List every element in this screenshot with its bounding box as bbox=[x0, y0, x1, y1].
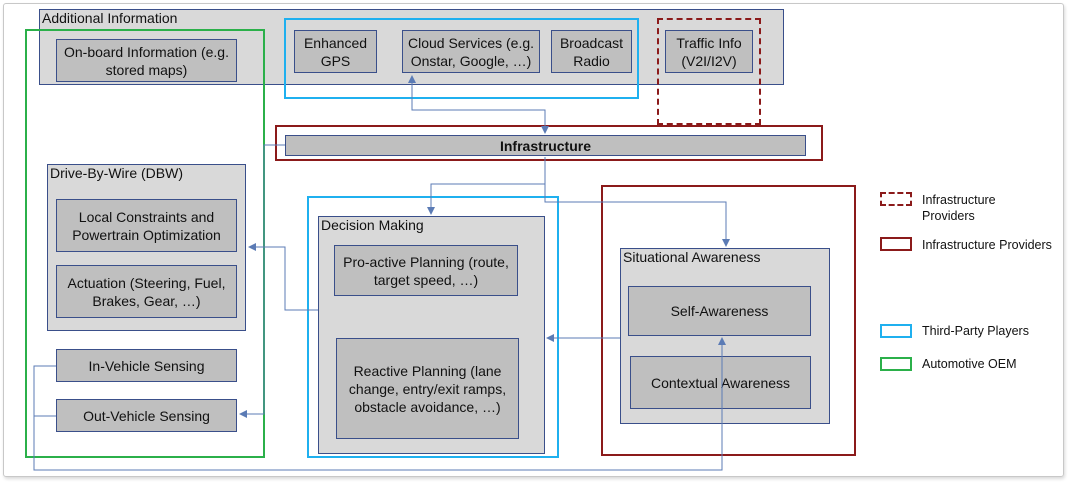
enhanced-gps-label: Enhanced GPS bbox=[303, 34, 368, 69]
decision-making-title: Decision Making bbox=[321, 217, 424, 233]
cloud-services-box: Cloud Services (e.g. Onstar, Google, …) bbox=[402, 30, 540, 73]
infra-to-decision-line bbox=[427, 157, 546, 215]
legend-label-green: Automotive OEM bbox=[922, 357, 1017, 371]
legend-label-solid-red: Infrastructure Providers bbox=[922, 238, 1052, 252]
third-party-outline-top bbox=[284, 18, 639, 99]
sensing-loop-line bbox=[33, 337, 726, 471]
onboard-info-box: On-board Information (e.g. stored maps) bbox=[56, 39, 237, 82]
traffic-info-label: Traffic Info (V2I/I2V) bbox=[676, 34, 742, 69]
infra-provider-outline-bar bbox=[275, 125, 823, 161]
decision-to-dbw-line bbox=[248, 243, 318, 311]
contextual-awareness-box: Contextual Awareness bbox=[630, 356, 811, 409]
self-awareness-label: Self-Awareness bbox=[670, 303, 769, 319]
additional-info-title: Additional Information bbox=[42, 10, 178, 26]
infra-to-awareness-line bbox=[544, 184, 730, 247]
infrastructure-box: Infrastructure bbox=[285, 135, 806, 156]
broadcast-radio-box: Broadcast Radio bbox=[551, 30, 632, 73]
cloud-services-label: Cloud Services (e.g. Onstar, Google, …) bbox=[407, 34, 535, 69]
legend-swatch-solid-red bbox=[880, 237, 912, 251]
infra-to-oem-line bbox=[239, 144, 285, 418]
legend-label-dashed-red: Infrastructure Providers bbox=[922, 193, 996, 223]
in-vehicle-sensing-box: In-Vehicle Sensing bbox=[56, 349, 237, 382]
in-vehicle-sensing-label: In-Vehicle Sensing bbox=[88, 357, 205, 374]
infra-provider-outline-awareness bbox=[601, 185, 856, 456]
local-constraints-box: Local Constraints and Powertrain Optimiz… bbox=[56, 199, 237, 252]
proactive-planning-box: Pro-active Planning (route, target speed… bbox=[334, 245, 518, 296]
out-vehicle-sensing-box: Out-Vehicle Sensing bbox=[56, 399, 237, 432]
infra-provider-dashed-outline bbox=[657, 18, 761, 125]
legend-swatch-blue bbox=[880, 324, 912, 338]
enhanced-gps-box: Enhanced GPS bbox=[294, 30, 377, 73]
reactive-planning-label: Reactive Planning (lane change, entry/ex… bbox=[348, 362, 507, 415]
infrastructure-label: Infrastructure bbox=[499, 137, 592, 154]
actuation-label: Actuation (Steering, Fuel, Brakes, Gear,… bbox=[67, 274, 226, 309]
drive-by-wire-title: Drive-By-Wire (DBW) bbox=[50, 165, 183, 181]
situational-awareness-title: Situational Awareness bbox=[623, 249, 761, 265]
legend-swatch-dashed-red bbox=[880, 192, 912, 206]
third-party-outline-decision bbox=[307, 196, 559, 458]
traffic-info-box: Traffic Info (V2I/I2V) bbox=[665, 30, 753, 73]
proactive-planning-label: Pro-active Planning (route, target speed… bbox=[343, 253, 509, 288]
out-vehicle-sensing-label: Out-Vehicle Sensing bbox=[83, 407, 210, 424]
broadcast-radio-label: Broadcast Radio bbox=[559, 34, 624, 69]
self-awareness-box: Self-Awareness bbox=[628, 286, 811, 336]
diagram-frame bbox=[3, 3, 1064, 477]
local-constraints-label: Local Constraints and Powertrain Optimiz… bbox=[72, 208, 221, 243]
legend-label-blue: Third-Party Players bbox=[922, 324, 1029, 338]
onboard-info-label: On-board Information (e.g. stored maps) bbox=[64, 43, 229, 78]
legend-swatch-green bbox=[880, 357, 912, 371]
reactive-planning-box: Reactive Planning (lane change, entry/ex… bbox=[336, 338, 519, 439]
contextual-awareness-label: Contextual Awareness bbox=[650, 374, 791, 391]
cloud-to-infra-line bbox=[411, 84, 549, 134]
actuation-box: Actuation (Steering, Fuel, Brakes, Gear,… bbox=[56, 265, 237, 318]
